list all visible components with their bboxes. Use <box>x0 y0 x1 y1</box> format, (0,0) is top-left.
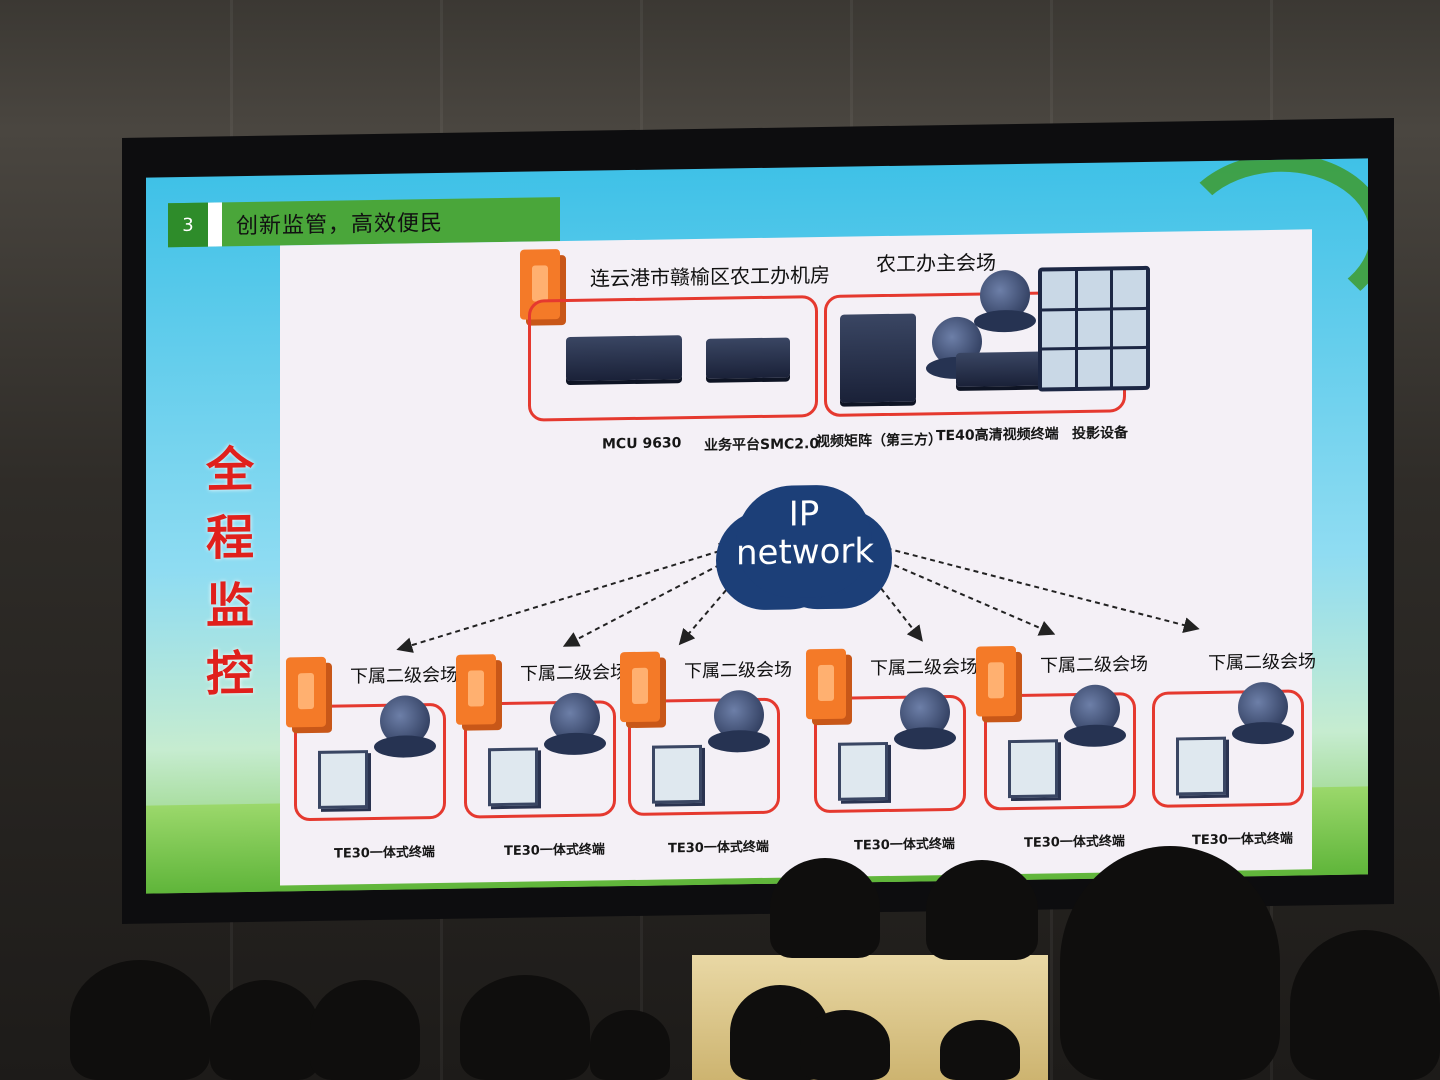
led-screen: 3 创新监管，高效便民 全程监控 连云港市赣榆区农工办机房 农工办主会场 MCU… <box>122 118 1394 925</box>
display-icon <box>318 750 368 809</box>
terminal-caption: TE30一体式终端 <box>1024 834 1125 851</box>
audience-head <box>940 1020 1020 1080</box>
audience-head <box>210 980 320 1080</box>
sub-venue-label: 下属二级会场 <box>520 662 628 685</box>
network-diagram: 连云港市赣榆区农工办机房 农工办主会场 MCU 9630 业务平台SMC2.0 … <box>280 229 1316 886</box>
building-icon <box>976 645 1016 717</box>
terminal-caption: TE30一体式终端 <box>1192 831 1293 849</box>
link-arrow <box>865 568 923 642</box>
terminal-caption: TE30一体式终端 <box>334 845 435 862</box>
audience-head <box>70 960 210 1080</box>
display-icon <box>652 744 702 804</box>
network-label-line2: network <box>736 531 875 574</box>
link-arrow <box>396 543 736 653</box>
audience-head <box>590 1010 670 1080</box>
camera-icon <box>1070 684 1120 736</box>
ip-network-cloud-icon: IP network <box>736 484 875 599</box>
terminal-caption: TE30一体式终端 <box>854 836 955 854</box>
display-icon <box>488 747 538 807</box>
terminal-caption: TE30一体式终端 <box>668 839 769 857</box>
building-icon <box>456 654 496 725</box>
slide-number: 3 <box>168 202 208 248</box>
slide-title: 创新监管，高效便民 <box>236 210 444 240</box>
display-icon <box>1176 736 1226 796</box>
sub-venue-label: 下属二级会场 <box>684 659 792 683</box>
audience-head <box>1060 846 1280 1080</box>
presenter-person <box>926 860 1038 960</box>
audience-head <box>310 980 420 1080</box>
sub-venue-label: 下属二级会场 <box>350 664 458 688</box>
camera-icon <box>550 692 600 744</box>
link-arrow <box>870 553 1056 636</box>
sub-venue-label: 下属二级会场 <box>870 656 978 680</box>
network-label-line1: IP <box>788 494 820 535</box>
link-arrow <box>678 570 744 646</box>
connection-arrows <box>396 540 1200 653</box>
camera-icon <box>714 689 764 741</box>
camera-icon <box>380 695 430 746</box>
terminal-caption: TE30一体式终端 <box>504 842 605 859</box>
sub-venue-label: 下属二级会场 <box>1040 653 1148 677</box>
sub-venue-label: 下属二级会场 <box>1208 651 1316 674</box>
presenter-person <box>770 858 880 958</box>
building-icon <box>286 656 326 728</box>
building-icon <box>806 648 846 720</box>
link-arrow <box>870 540 1200 633</box>
vertical-title: 全程监控 <box>205 441 254 703</box>
display-icon <box>1008 739 1058 799</box>
display-icon <box>838 741 888 801</box>
camera-icon <box>1238 681 1288 733</box>
audience-head <box>1290 930 1440 1080</box>
camera-icon <box>900 686 950 738</box>
building-icon <box>620 651 660 723</box>
title-bar-gap <box>208 202 222 247</box>
audience-head <box>460 975 590 1080</box>
presentation-slide: 3 创新监管，高效便民 全程监控 连云港市赣榆区农工办机房 农工办主会场 MCU… <box>146 158 1368 894</box>
audience-head <box>800 1010 890 1080</box>
slide-title-bar: 3 创新监管，高效便民 <box>168 197 560 248</box>
